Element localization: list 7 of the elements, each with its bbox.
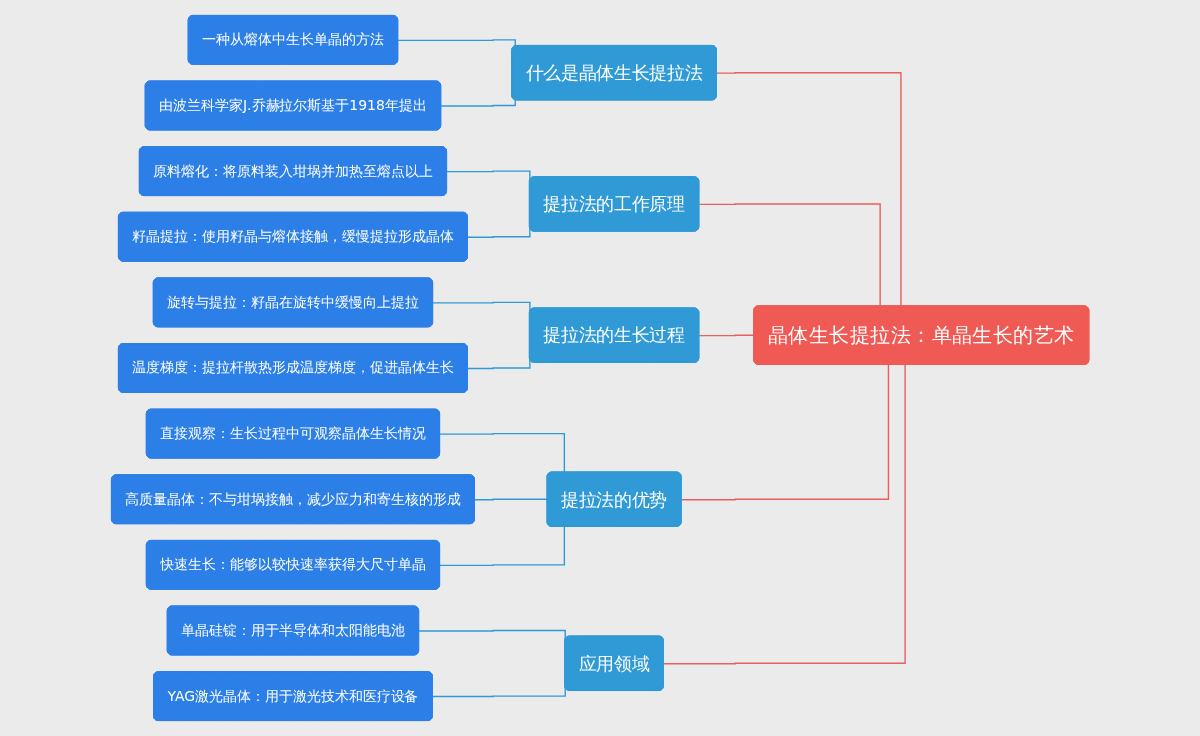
connector	[680, 364, 890, 501]
connector	[439, 526, 565, 567]
connector	[698, 334, 755, 337]
connector	[439, 432, 565, 474]
connector	[397, 39, 516, 47]
connector	[440, 99, 516, 107]
connector	[663, 364, 906, 665]
